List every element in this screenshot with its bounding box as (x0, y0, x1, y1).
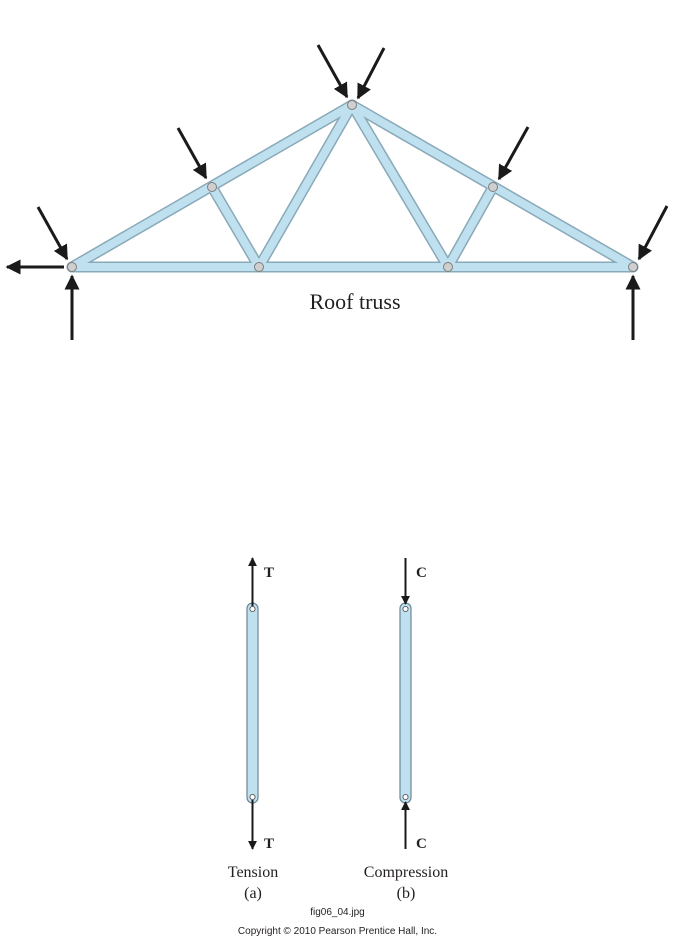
load-arrow-apex-right (358, 48, 384, 98)
truss-joints (68, 101, 638, 272)
compression-top-pin (403, 606, 408, 611)
tension-member (247, 603, 258, 803)
tension-caption: Tension (228, 864, 278, 881)
compression-member-figure: C C Compression (b) (364, 558, 448, 902)
copyright-caption: Copyright © 2010 Pearson Prentice Hall, … (0, 926, 675, 937)
joint-apex (348, 101, 357, 110)
tension-sub-label: (a) (244, 885, 262, 902)
compression-member (400, 603, 411, 803)
member-fills (72, 105, 633, 267)
load-arrow-apex-left (318, 45, 347, 97)
compression-top-label: C (416, 565, 427, 581)
web-4 (448, 187, 493, 267)
tension-top-pin (250, 606, 255, 611)
load-arrow-left-support (38, 207, 67, 259)
load-arrow-right-upper (499, 127, 528, 179)
load-arrow-left-upper (178, 128, 206, 178)
compression-bottom-pin (403, 794, 408, 799)
tension-top-label: T (264, 565, 274, 581)
joint-bottom-left (255, 263, 264, 272)
truss-title: Roof truss (309, 289, 400, 314)
tension-bottom-label: T (264, 836, 274, 852)
roof-truss: Roof truss (7, 45, 667, 340)
load-arrow-right-support (639, 206, 667, 259)
joint-left-upper (208, 183, 217, 192)
compression-bottom-label: C (416, 836, 427, 852)
joint-right-support (629, 263, 638, 272)
web-1 (212, 187, 259, 267)
compression-caption: Compression (364, 864, 448, 881)
compression-sub-label: (b) (397, 885, 416, 902)
joint-bottom-right (444, 263, 453, 272)
file-name-caption: fig06_04.jpg (0, 907, 675, 918)
member-outlines (72, 105, 633, 267)
truss-members (72, 105, 633, 267)
tension-bottom-pin (250, 794, 255, 799)
tension-member-figure: T T Tension (a) (228, 558, 278, 902)
joint-left-support (68, 263, 77, 272)
joint-right-upper (489, 183, 498, 192)
